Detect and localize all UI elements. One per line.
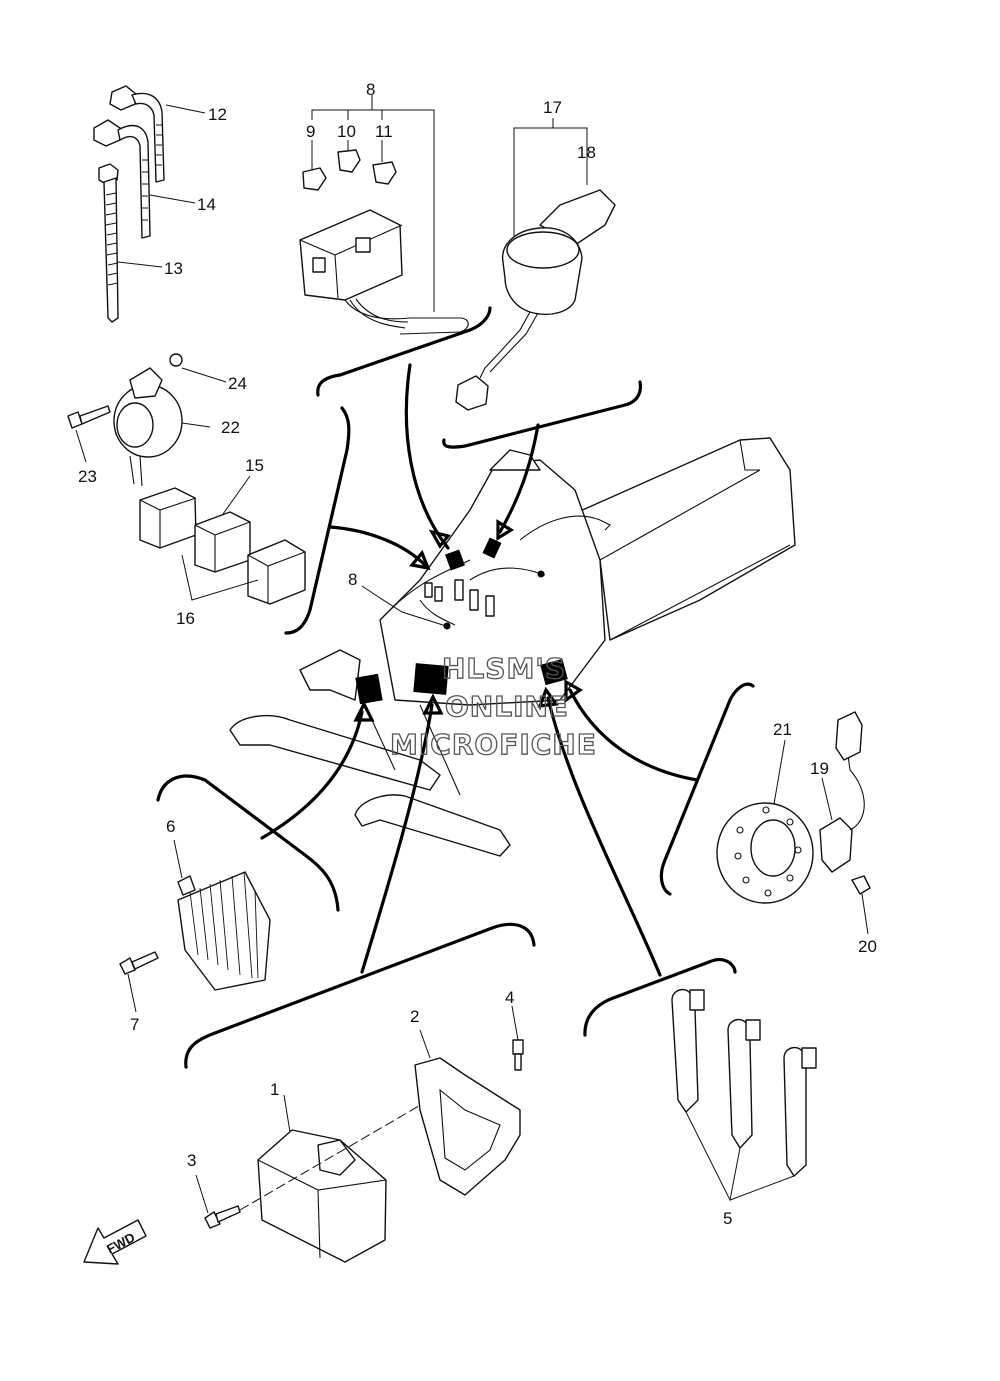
callout-15: 15: [245, 456, 264, 475]
callout-numbers: 1 2 3 4 5 6 7 8 8 9 10 11 12 13 14 15 16…: [78, 80, 877, 1228]
callout-6: 6: [166, 817, 175, 836]
callout-14: 14: [197, 195, 216, 214]
horn: [67, 353, 227, 487]
cable-ties: [93, 85, 206, 323]
fwd-label: FWD: [104, 1230, 137, 1257]
relays: [139, 475, 306, 605]
group-brackets: [156, 306, 755, 1069]
callout-8-body: 8: [348, 570, 357, 589]
snowmobile-outline: [229, 437, 796, 857]
callout-17: 17: [543, 98, 562, 117]
cdi-unit: [195, 1005, 524, 1263]
watermark-line-1: HLSM'S: [442, 652, 566, 685]
leader-wires: [260, 363, 699, 977]
pickup-rotor: [716, 711, 871, 935]
lead-8b: [361, 585, 447, 627]
callout-23: 23: [78, 467, 97, 486]
callout-2: 2: [410, 1007, 419, 1026]
callout-19: 19: [810, 759, 829, 778]
callout-13: 13: [164, 259, 183, 278]
watermark: HLSM'S ONLINE MICROFICHE: [389, 651, 597, 761]
callout-3: 3: [187, 1151, 196, 1170]
callout-12: 12: [208, 105, 227, 124]
callout-22: 22: [221, 418, 240, 437]
callout-21: 21: [773, 720, 792, 739]
callout-24: 24: [228, 374, 247, 393]
watermark-line-3: MICROFICHE: [390, 728, 597, 761]
callout-18: 18: [577, 143, 596, 162]
ignition-coils: [671, 988, 817, 1202]
fuse-box: [299, 95, 469, 335]
callout-4: 4: [505, 988, 514, 1007]
callout-20: 20: [858, 937, 877, 956]
ignition-switch: [455, 118, 616, 411]
callout-10: 10: [337, 122, 356, 141]
callout-16: 16: [176, 609, 195, 628]
watermark-line-2: ONLINE: [445, 690, 569, 723]
callout-7: 7: [130, 1015, 139, 1034]
callout-9: 9: [306, 122, 315, 141]
voltage-regulator: [119, 839, 271, 1013]
callout-11: 11: [375, 122, 393, 141]
callout-8-top: 8: [366, 80, 375, 99]
callout-5: 5: [723, 1209, 732, 1228]
fwd-arrow-icon: FWD: [83, 1219, 147, 1265]
callout-1: 1: [270, 1080, 279, 1099]
